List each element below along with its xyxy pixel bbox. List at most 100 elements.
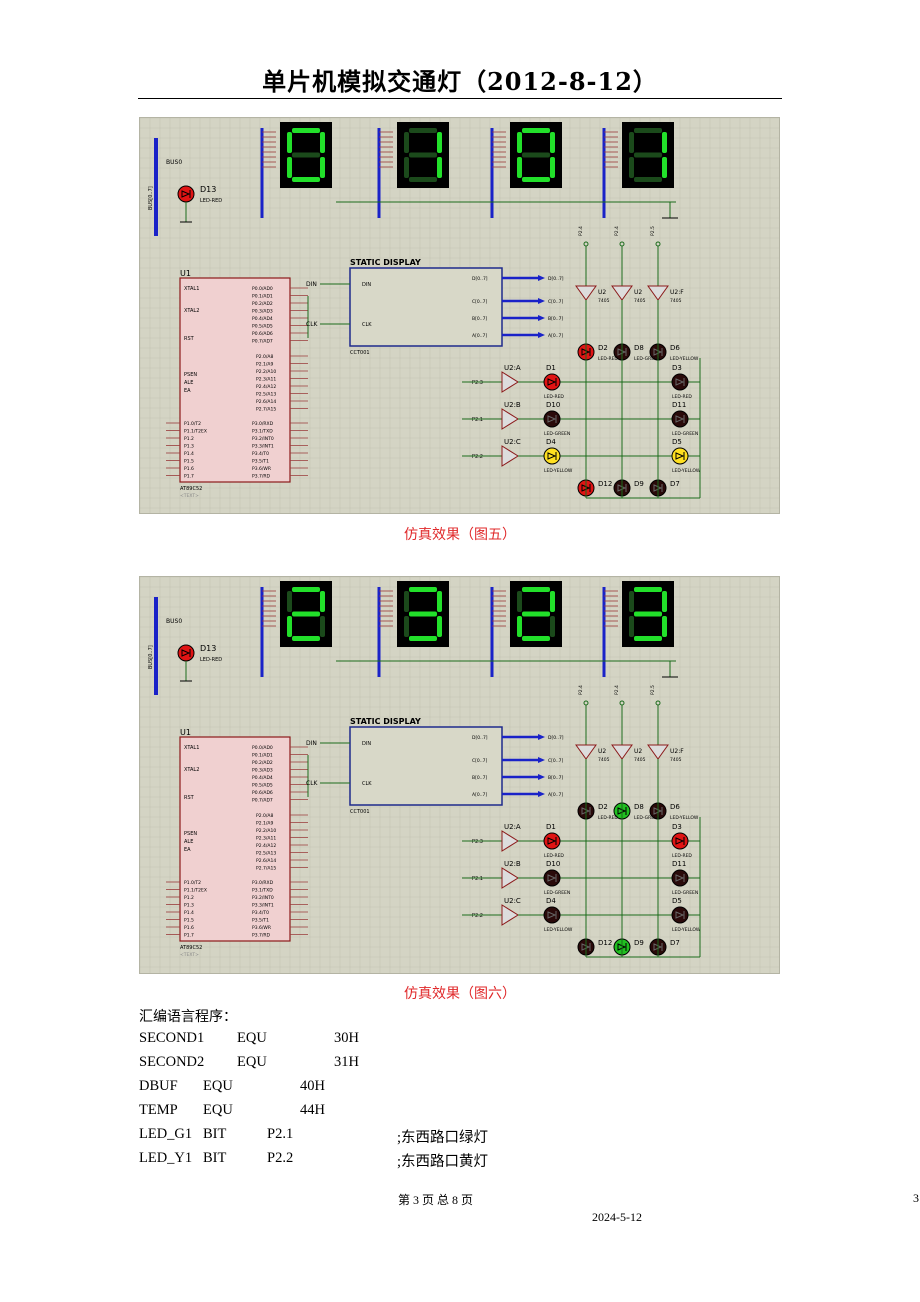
mcu-pin-label: P3.7/RD — [252, 474, 271, 480]
segment-e — [287, 616, 292, 637]
segment-b — [320, 132, 325, 153]
segment-g — [634, 152, 662, 158]
segment-b — [550, 132, 555, 153]
segment-c — [550, 616, 555, 637]
led-symbol — [675, 874, 685, 882]
segment-g — [522, 611, 550, 617]
clk-label: CLK — [306, 780, 319, 787]
led-name: D11 — [672, 401, 686, 409]
seven-segment-display: 1 — [622, 122, 674, 188]
seven-segment-display: 1 — [397, 122, 449, 188]
static-display-module — [349, 726, 503, 806]
gate-label: U2 — [634, 289, 642, 296]
mcu-pin-label: P2.7/A15 — [256, 407, 276, 413]
code-op: EQU — [237, 1030, 267, 1046]
module-net-label: A[0..7] — [548, 792, 563, 798]
led-symbol — [675, 452, 685, 460]
led-name: D9 — [634, 939, 644, 947]
gate-part: 7405 — [598, 757, 610, 763]
segment-a — [409, 128, 437, 133]
mcu-pin-label: P3.0/RXD — [252, 421, 274, 427]
mcu-text: <TEXT> — [180, 493, 199, 499]
led-symbol — [181, 190, 191, 198]
mcu-pin-label: P1.4 — [184, 910, 194, 916]
led-d1 — [543, 373, 561, 391]
terminal — [619, 700, 625, 706]
mcu-pin-label: P1.5 — [184, 918, 194, 924]
mcu-pin-label: P1.0/T2 — [184, 880, 201, 886]
mcu-pin-label: P0.5/AD5 — [252, 324, 273, 330]
bus-arrowhead — [538, 774, 545, 780]
segment-b — [437, 591, 442, 612]
code-name: TEMP — [139, 1102, 178, 1118]
mcu-body — [179, 736, 291, 942]
led-name: D10 — [546, 860, 560, 868]
segment-b — [662, 591, 667, 612]
mcu-pin-label: P0.1/AD1 — [252, 294, 273, 300]
led-d11 — [671, 869, 689, 887]
mcu-pin-label: P3.2/INT0 — [252, 895, 274, 901]
terminal — [583, 700, 589, 706]
segment-d — [409, 636, 437, 641]
figure-caption-5: 仿真效果（图五） — [404, 527, 516, 543]
led-part-label: LED-YELLOW — [672, 468, 701, 474]
module-net-label: B[0..7] — [548, 316, 563, 322]
page-number: 3 — [913, 1191, 919, 1205]
mcu-pin-label: P0.7/AD7 — [252, 798, 273, 804]
mcu-pin-label: P1.2 — [184, 895, 194, 901]
mcu-pin-label: P1.3 — [184, 444, 194, 450]
gate-label: U2:C — [504, 897, 521, 905]
led-symbol — [547, 837, 557, 845]
segment-d — [409, 177, 437, 182]
gate-label: U2:B — [504, 401, 521, 409]
gate-label: U2 — [634, 748, 642, 755]
bus-arrowhead — [538, 315, 545, 321]
gate-part: 7405 — [670, 298, 682, 304]
led-d10 — [543, 869, 561, 887]
mcu-pin-label: P2.4/A12 — [256, 384, 276, 390]
module-output-label: A[0..7] — [472, 792, 487, 798]
led-part-label: LED-GREEN — [544, 890, 570, 896]
port-label: P2.3 — [472, 380, 483, 386]
mcu-pin-label: P0.4/AD4 — [252, 316, 273, 322]
inverter-gate — [501, 408, 519, 430]
segment-f — [404, 591, 409, 612]
segment-e — [629, 157, 634, 178]
led-part-label: LED-YELLOW — [670, 356, 699, 362]
led-name: D4 — [546, 897, 556, 905]
segment-a — [292, 128, 320, 133]
mcu-pin-label: P0.1/AD1 — [252, 753, 273, 759]
page-title: 单片机模拟交通灯（2012-8-12） — [262, 67, 658, 96]
mcu-body — [179, 277, 291, 483]
code-arg: 30H — [334, 1030, 359, 1046]
segment-g — [409, 611, 437, 617]
module-net-label: C[0..7] — [548, 758, 563, 764]
segment-g — [292, 152, 320, 158]
module-output-label: D[0..7] — [472, 276, 488, 282]
mcu-pin-label: P2.0/A8 — [256, 354, 273, 360]
code-op: BIT — [203, 1126, 227, 1142]
gate-part: 7405 — [634, 298, 646, 304]
led-d5 — [671, 906, 689, 924]
segment-g — [634, 611, 662, 617]
gate-label: U2:F — [670, 748, 684, 755]
inverter-gate — [647, 285, 669, 301]
led-name: D5 — [672, 438, 682, 446]
mcu-pin-label: P2.6/A14 — [256, 858, 276, 864]
seven-segment-display: 0 — [280, 122, 332, 188]
module-output-label: B[0..7] — [472, 316, 487, 322]
led-d4 — [543, 906, 561, 924]
segment-f — [629, 591, 634, 612]
code-arg: P2.1 — [267, 1126, 294, 1142]
code-name: LED_G1 — [139, 1126, 193, 1142]
segment-f — [287, 132, 292, 153]
code-op: EQU — [203, 1078, 233, 1094]
module-output-label: C[0..7] — [472, 299, 487, 305]
led-part-label: LED-GREEN — [672, 431, 698, 437]
led-part-label: LED-GREEN — [672, 890, 698, 896]
bus-arrowhead — [538, 734, 545, 740]
bus-label: BUS0 — [166, 159, 182, 166]
mcu-pin-label: P0.3/AD3 — [252, 768, 273, 774]
led-d4 — [543, 447, 561, 465]
led-label-d13: D13 — [200, 185, 216, 194]
